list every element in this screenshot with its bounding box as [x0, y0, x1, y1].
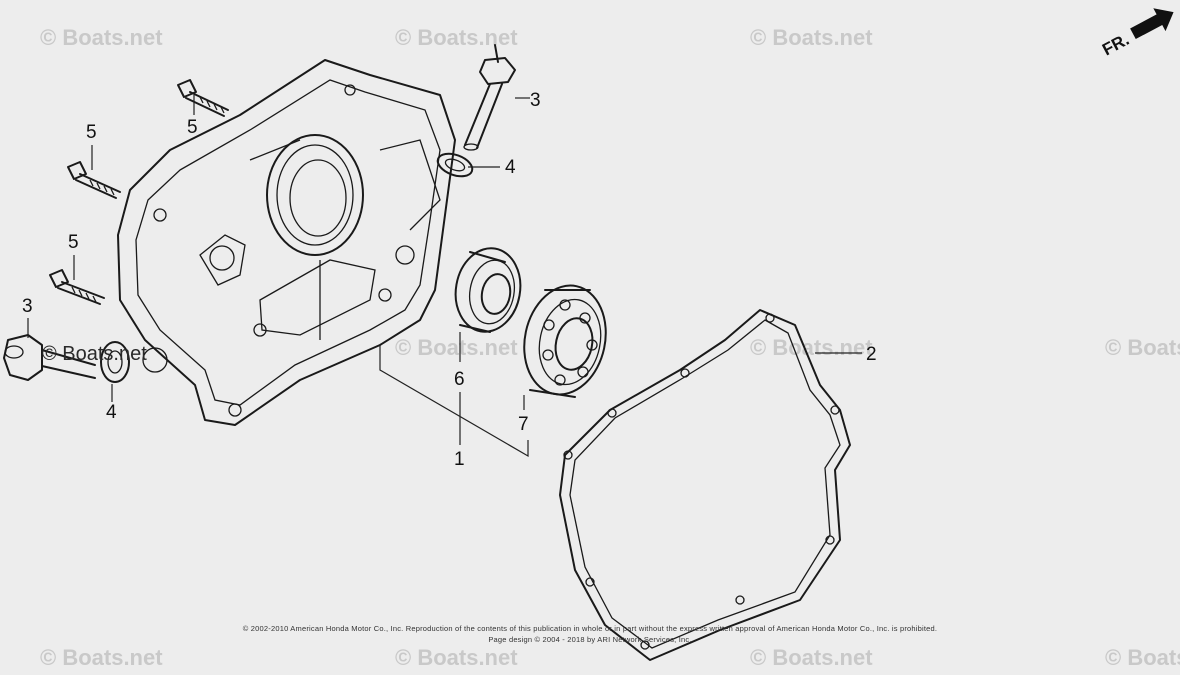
- callout-3-top: 3: [530, 90, 541, 111]
- bolt-5-top: [177, 79, 229, 117]
- callout-4-top: 4: [505, 157, 516, 178]
- front-direction-indicator: FR.: [1099, 8, 1174, 60]
- callout-5-top: 5: [187, 117, 198, 138]
- watermark-layer: © Boats.net © Boats.net © Boats.net © Bo…: [40, 25, 1180, 670]
- callout-3-left: 3: [22, 296, 33, 317]
- watermark-text: © Boats.net: [395, 335, 518, 360]
- bolt-5-low: [49, 269, 105, 305]
- callout-5-mid: 5: [86, 122, 97, 143]
- copyright-line-1: © 2002-2010 American Honda Motor Co., In…: [242, 624, 938, 633]
- watermark-overlay-text: © Boats.net: [42, 343, 147, 365]
- callout-6: 6: [454, 369, 465, 390]
- callout-2: 2: [866, 344, 877, 365]
- watermark-text: © Boats.net: [40, 25, 163, 50]
- oil-seal: [454, 247, 522, 333]
- watermark-text: © Boats.net: [750, 25, 873, 50]
- drain-plug-left: [3, 334, 96, 381]
- washer-top: [436, 152, 474, 178]
- copyright-line-2: Page design © 2004 - 2018 by ARI Network…: [488, 635, 692, 644]
- watermark-text: © Boats.net: [40, 645, 163, 670]
- crankcase-cover: [117, 59, 456, 426]
- callout-labels: 3 4 5 5 5 3 4 6 1 7 2: [22, 90, 877, 470]
- watermark-text: © Boats.net: [750, 645, 873, 670]
- fr-label: FR.: [1099, 30, 1132, 60]
- drain-plug-top: [463, 44, 516, 151]
- watermark-text: © Boats.net: [1105, 645, 1180, 670]
- bolt-5-mid: [67, 161, 121, 199]
- watermark-text: © Boats.net: [750, 335, 873, 360]
- gasket: [559, 309, 851, 661]
- bearing: [523, 284, 607, 398]
- washer-left: [100, 341, 130, 383]
- callout-4-left: 4: [106, 402, 117, 423]
- callout-1: 1: [454, 449, 465, 470]
- watermark-text: © Boats.net: [395, 25, 518, 50]
- watermark-text: © Boats.net: [395, 645, 518, 670]
- leader-lines: [27, 95, 862, 458]
- watermark-text: © Boats.net: [1105, 335, 1180, 360]
- arrow-icon: [1130, 8, 1174, 40]
- callout-7: 7: [518, 414, 529, 435]
- callout-5-low: 5: [68, 232, 79, 253]
